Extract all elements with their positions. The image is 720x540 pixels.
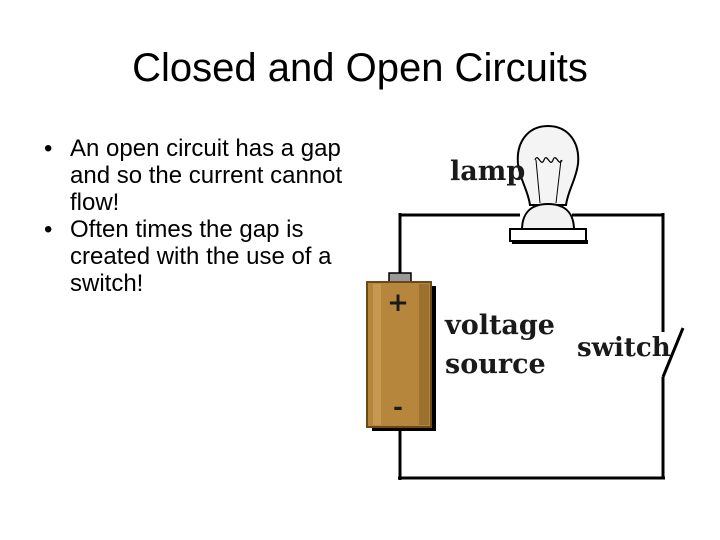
lamp-bulb-icon <box>509 124 588 244</box>
slide-title: Closed and Open Circuits <box>132 46 588 90</box>
lamp-holder <box>509 228 587 242</box>
battery-shade <box>419 284 429 425</box>
voltage-label: voltage <box>444 310 555 341</box>
bullet-text: Often times the gap is created with the … <box>70 216 332 297</box>
battery-highlight <box>373 284 381 425</box>
bullet-list: • An open circuit has a gap and so the c… <box>40 135 360 297</box>
bulb-filament <box>534 157 563 163</box>
open-switch-icon <box>661 327 685 378</box>
circuit-wires <box>398 213 665 480</box>
bulb-glass <box>516 124 580 206</box>
bullet-text: An open circuit has a gap and so the cur… <box>70 135 343 216</box>
bullet-item: • Often times the gap is created with th… <box>40 216 360 297</box>
circuit-diagram: lamp + - voltage source switch <box>366 124 685 480</box>
lamp-label: lamp <box>450 156 525 187</box>
bulb-base <box>520 202 576 231</box>
bullet-marker: • <box>44 216 53 243</box>
bullet-item: • An open circuit has a gap and so the c… <box>40 135 360 216</box>
filament-wire-left <box>535 159 541 204</box>
bullet-marker: • <box>44 135 53 162</box>
battery-icon <box>366 272 436 431</box>
source-label: source <box>445 349 546 380</box>
lamp-holder-shadow <box>512 240 588 244</box>
filament-wire-right <box>555 159 562 204</box>
battery-minus-label: - <box>393 392 403 421</box>
switch-lever <box>661 327 685 378</box>
switch-label: switch <box>577 333 671 363</box>
battery-plus-label: + <box>387 288 409 318</box>
